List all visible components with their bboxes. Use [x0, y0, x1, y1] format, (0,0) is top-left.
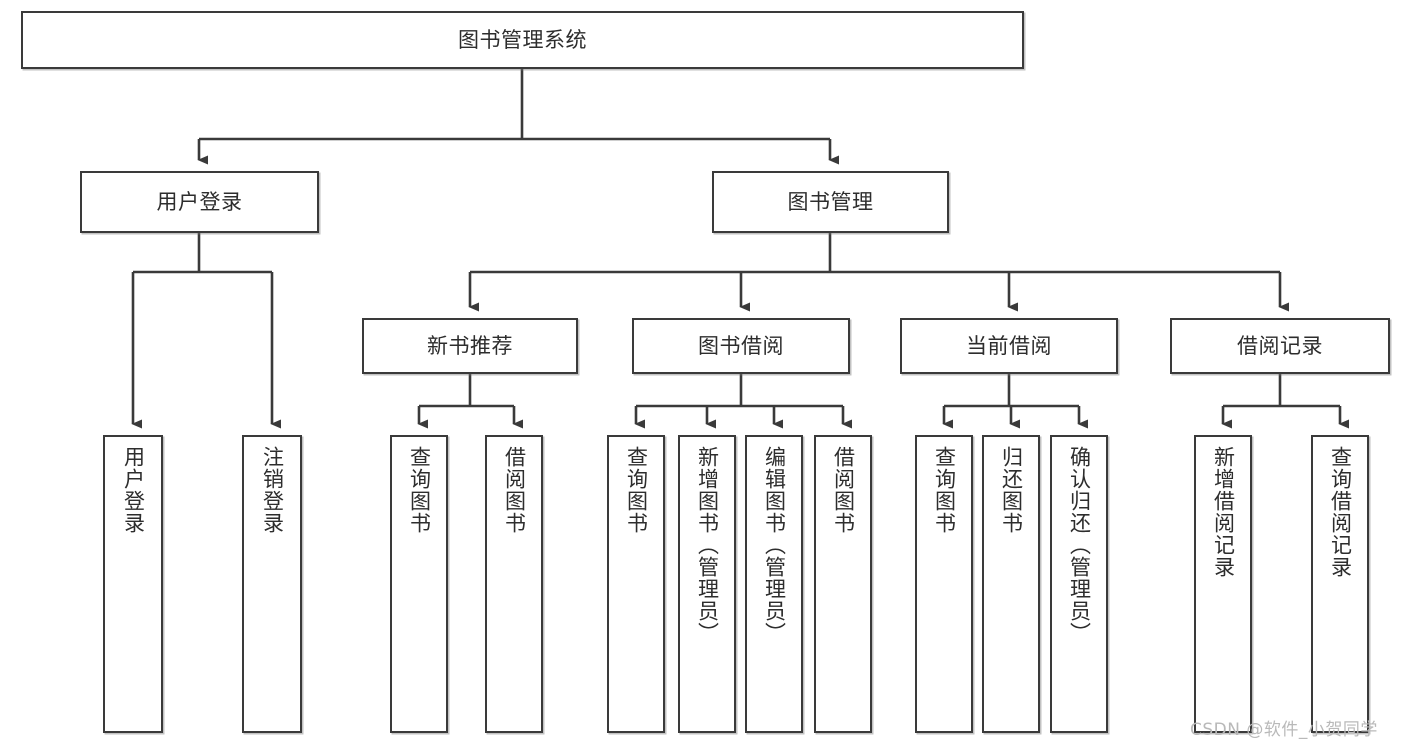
node-leaf-query-book-2-label: 查询图书 — [624, 446, 649, 534]
node-leaf-edit-book[interactable]: 编辑图书（管理员） — [745, 435, 803, 733]
node-leaf-return-book[interactable]: 归还图书 — [982, 435, 1040, 733]
csdn-watermark: CSDN @软件_小贺同学 — [1190, 720, 1378, 740]
node-leaf-return-book-label: 归还图书 — [999, 446, 1024, 534]
node-leaf-edit-book-label: 编辑图书（管理员） — [762, 446, 787, 644]
node-leaf-borrow-book-1[interactable]: 借阅图书 — [485, 435, 543, 733]
node-root-label: 图书管理系统 — [458, 27, 587, 52]
node-book-manage-label: 图书管理 — [787, 189, 874, 214]
node-leaf-query-record[interactable]: 查询借阅记录 — [1311, 435, 1369, 733]
node-leaf-borrow-book-1-label: 借阅图书 — [502, 446, 527, 534]
node-leaf-query-book-3[interactable]: 查询图书 — [915, 435, 973, 733]
node-book-manage[interactable]: 图书管理 — [712, 171, 949, 233]
node-user-login-label: 用户登录 — [156, 189, 243, 214]
node-leaf-borrow-book-2-label: 借阅图书 — [831, 446, 856, 534]
node-leaf-query-book-2[interactable]: 查询图书 — [607, 435, 665, 733]
node-user-login[interactable]: 用户登录 — [80, 171, 319, 233]
node-leaf-confirm-return[interactable]: 确认归还（管理员） — [1050, 435, 1108, 733]
node-leaf-logout-label: 注销登录 — [260, 446, 285, 534]
node-leaf-confirm-return-label: 确认归还（管理员） — [1067, 446, 1092, 644]
node-leaf-query-book-1-label: 查询图书 — [407, 446, 432, 534]
node-book-borrow-label: 图书借阅 — [698, 333, 784, 358]
node-root[interactable]: 图书管理系统 — [21, 11, 1024, 69]
node-leaf-add-book-label: 新增图书（管理员） — [695, 446, 720, 644]
node-leaf-add-book[interactable]: 新增图书（管理员） — [678, 435, 736, 733]
node-leaf-user-login[interactable]: 用户登录 — [103, 435, 163, 733]
node-borrow-record-label: 借阅记录 — [1237, 333, 1323, 358]
node-leaf-borrow-book-2[interactable]: 借阅图书 — [814, 435, 872, 733]
node-leaf-query-record-label: 查询借阅记录 — [1328, 446, 1353, 578]
node-current-borrow[interactable]: 当前借阅 — [900, 318, 1118, 374]
node-leaf-add-record-label: 新增借阅记录 — [1211, 446, 1236, 578]
node-leaf-user-login-label: 用户登录 — [121, 446, 146, 534]
node-leaf-logout[interactable]: 注销登录 — [242, 435, 302, 733]
node-leaf-query-book-1[interactable]: 查询图书 — [390, 435, 448, 733]
node-leaf-query-book-3-label: 查询图书 — [932, 446, 957, 534]
node-new-book-rec[interactable]: 新书推荐 — [362, 318, 578, 374]
node-current-borrow-label: 当前借阅 — [966, 333, 1052, 358]
node-book-borrow[interactable]: 图书借阅 — [632, 318, 850, 374]
node-borrow-record[interactable]: 借阅记录 — [1170, 318, 1390, 374]
node-leaf-add-record[interactable]: 新增借阅记录 — [1194, 435, 1252, 733]
node-new-book-rec-label: 新书推荐 — [427, 333, 513, 358]
